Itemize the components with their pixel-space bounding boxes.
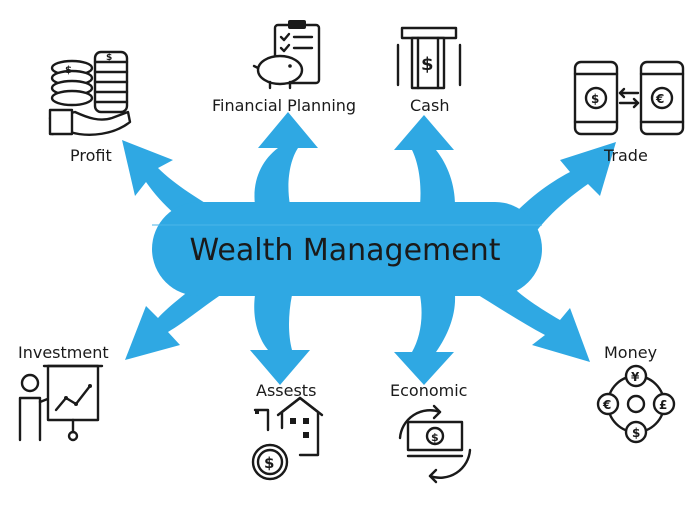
svg-text:$: $ bbox=[421, 54, 434, 75]
svg-text:£: £ bbox=[659, 398, 667, 412]
phone-currency-exchange-icon: $ € bbox=[573, 60, 685, 136]
arrow-cash bbox=[394, 115, 455, 205]
arrow-financial-planning bbox=[254, 112, 318, 205]
label-financial-planning: Financial Planning bbox=[212, 96, 357, 115]
coins-hand-icon: $ $ bbox=[48, 50, 132, 136]
label-cash: Cash bbox=[410, 96, 450, 115]
banknote-cycle-icon: $ bbox=[398, 404, 472, 484]
svg-text:€: € bbox=[655, 92, 664, 106]
label-assests: Assests bbox=[256, 381, 317, 400]
label-money: Money bbox=[604, 343, 658, 362]
svg-text:$: $ bbox=[264, 454, 274, 472]
svg-text:$: $ bbox=[106, 53, 112, 63]
label-investment: Investment bbox=[18, 343, 109, 362]
center-title: Wealth Management bbox=[189, 232, 501, 268]
label-trade: Trade bbox=[604, 146, 648, 165]
atm-cash-icon: $ bbox=[396, 26, 462, 90]
arrow-assests bbox=[250, 295, 310, 385]
label-economic: Economic bbox=[390, 381, 468, 400]
svg-text:€: € bbox=[602, 398, 611, 412]
label-profit: Profit bbox=[70, 146, 112, 165]
svg-text:$: $ bbox=[632, 426, 640, 440]
arrow-economic bbox=[394, 295, 456, 385]
arrow-investment bbox=[125, 275, 228, 360]
arrow-trade bbox=[500, 142, 616, 240]
svg-text:$: $ bbox=[431, 431, 439, 444]
house-coin-icon: $ bbox=[251, 396, 324, 481]
piggy-bank-clipboard-icon bbox=[252, 20, 321, 90]
presentation-chart-icon bbox=[18, 364, 104, 442]
svg-text:¥: ¥ bbox=[631, 370, 640, 384]
svg-text:$: $ bbox=[591, 92, 599, 106]
currency-circle-icon: ¥ € £ $ bbox=[596, 364, 676, 444]
svg-text:$: $ bbox=[65, 65, 72, 76]
